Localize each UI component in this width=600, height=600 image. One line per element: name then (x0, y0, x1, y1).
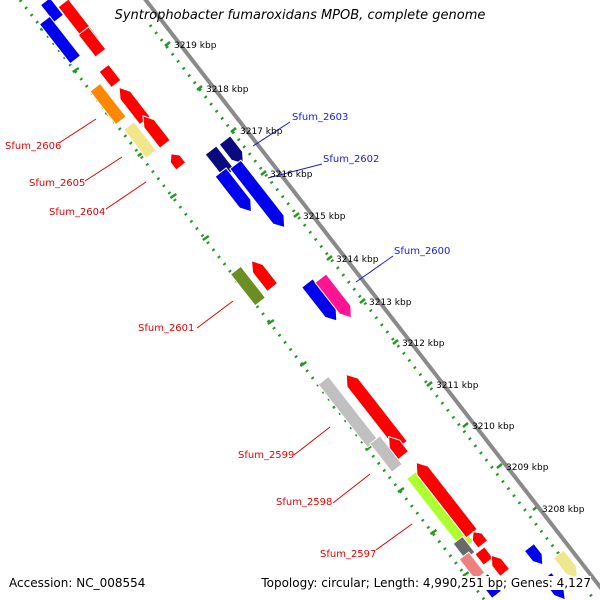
gene-arrow (523, 542, 544, 566)
accession-label: Accession: (9, 576, 73, 590)
ruler-tick (359, 298, 366, 304)
tick-label: 3213 kbp (369, 298, 412, 308)
gene-label-sfum-2598[interactable]: Sfum_2598 (276, 497, 332, 508)
genome-summary: Topology: circular; Length: 4,990,251 bp… (261, 576, 591, 590)
gene-arrow (250, 259, 279, 293)
tick-label: 3211 kbp (436, 381, 479, 391)
ruler-tick (202, 234, 210, 242)
gene-arrow (471, 531, 489, 549)
tick-label: 3218 kbp (206, 85, 249, 95)
ruler-tick (299, 360, 308, 368)
gene-arrow (388, 435, 410, 461)
ruler-tick (462, 422, 469, 428)
gene-label-layer: Sfum_2603 Sfum_2602 Sfum_2600 Sfum_2606 … (5, 112, 450, 560)
ruler-tick (496, 463, 503, 469)
tick-label: 3209 kbp (506, 463, 549, 473)
ruler-tick (462, 570, 470, 578)
gene-label-sfum-2603[interactable]: Sfum_2603 (292, 112, 348, 123)
gene-arrow (98, 63, 122, 89)
gene-label-sfum-2597[interactable]: Sfum_2597 (320, 549, 376, 560)
gene-label-sfum-2605[interactable]: Sfum_2605 (29, 178, 85, 189)
callout-line (84, 156, 123, 182)
gene-label-sfum-2601[interactable]: Sfum_2601 (138, 323, 194, 334)
ruler-tick (397, 486, 405, 494)
ruler-tick (72, 66, 80, 74)
gene-arrow (229, 265, 267, 307)
gene-label-sfum-2602[interactable]: Sfum_2602 (323, 154, 379, 165)
ruler-tick (267, 318, 275, 326)
topology-value: circular (321, 576, 366, 590)
tick-label: 3219 kbp (174, 41, 217, 51)
genome-backbone (143, 0, 600, 591)
gene-arrow (552, 549, 578, 579)
length-value: 4,990,251 bp (422, 576, 503, 590)
gene-arrow (77, 26, 107, 58)
gene-label-sfum-2600[interactable]: Sfum_2600 (394, 246, 450, 257)
gene-arrow (123, 121, 157, 159)
callout-line (58, 118, 97, 144)
tick-label: 3217 kbp (240, 127, 283, 137)
genes-value: 4,127 (556, 576, 591, 590)
tick-label: 3212 kbp (402, 339, 445, 349)
callout-line (105, 181, 147, 210)
gene-arrow (118, 86, 151, 126)
tick-label: 3214 kbp (336, 255, 379, 265)
gene-arrow (415, 461, 478, 539)
gene-arrow (474, 546, 494, 566)
gene-arrow (38, 15, 82, 65)
gene-label-sfum-2604[interactable]: Sfum_2604 (49, 207, 105, 218)
callout-line (196, 300, 234, 329)
gene-arrow (314, 273, 352, 319)
callout-line (332, 473, 371, 504)
callout-line (293, 426, 331, 456)
ruler-layer (18, 0, 597, 600)
gene-arrow (218, 135, 244, 165)
callout-line (267, 163, 323, 179)
ruler-tick (196, 85, 203, 91)
accession-value: NC_008554 (76, 576, 146, 590)
ruler-tick (169, 192, 177, 200)
accession-info: Accession: NC_008554 (9, 576, 146, 590)
gene-arrow (214, 167, 252, 213)
ruler-tick (326, 255, 333, 261)
ruler-tick (392, 339, 399, 345)
ruler-tick (260, 170, 267, 176)
ruler-tick (230, 127, 237, 133)
gene-arrow (89, 82, 127, 126)
gene-layer (38, 0, 578, 600)
tick-label-layer: 3219 kbp 3218 kbp 3217 kbp 3216 kbp 3215… (174, 41, 585, 515)
callout-line (252, 121, 291, 147)
callout-layer (58, 118, 413, 551)
tick-label: 3216 kbp (270, 170, 313, 180)
gene-label-sfum-2606[interactable]: Sfum_2606 (5, 141, 61, 152)
callout-line (375, 523, 413, 551)
gene-arrow (142, 115, 171, 149)
ruler-tick (293, 212, 300, 218)
topology-label: Topology: (261, 576, 318, 590)
tick-label: 3208 kbp (542, 505, 585, 515)
ruler-tick (164, 41, 171, 47)
gene-arrow (317, 375, 379, 449)
ruler-tick (429, 528, 438, 536)
tick-label: 3215 kbp (303, 212, 346, 222)
map-title: Syntrophobacter fumaroxidans MPOB, compl… (114, 8, 486, 23)
gene-arrow (229, 159, 286, 229)
ruler-tick (426, 381, 433, 387)
gene-arrow (169, 153, 187, 171)
ruler-tick (364, 444, 373, 452)
genes-label: Genes: (510, 576, 553, 590)
callout-line (355, 255, 394, 283)
gene-arrow (490, 554, 511, 578)
gene-label-sfum-2599[interactable]: Sfum_2599 (238, 450, 294, 461)
tick-label: 3210 kbp (472, 422, 515, 432)
length-label: Length: (373, 576, 420, 590)
